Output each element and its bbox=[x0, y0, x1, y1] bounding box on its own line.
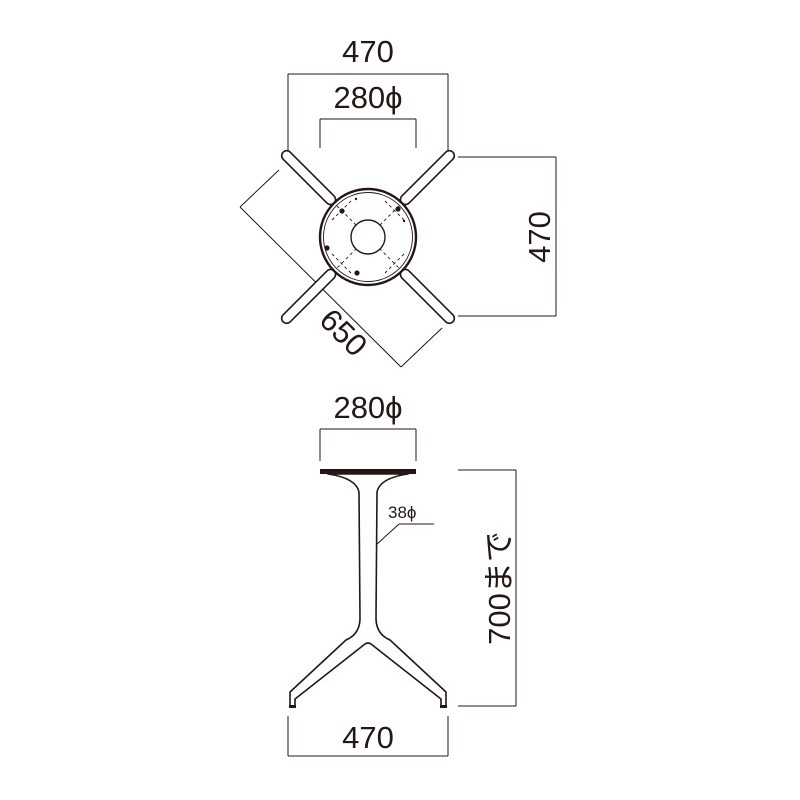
screw-hole bbox=[395, 206, 401, 212]
top-width-dimension: 470 bbox=[287, 34, 449, 152]
side-view: 280ϕ 700まで 470 38ϕ bbox=[287, 390, 517, 757]
base-legs-top bbox=[280, 149, 456, 325]
screw-hole bbox=[324, 245, 330, 251]
top-view: 470 280ϕ 470 650 bbox=[239, 34, 557, 368]
top-plate-label: 280ϕ bbox=[333, 80, 402, 115]
leg-top-left bbox=[280, 149, 337, 206]
screw-holes bbox=[324, 197, 406, 276]
side-height-label: 700まで bbox=[482, 531, 517, 645]
side-base-label: 470 bbox=[342, 720, 394, 755]
column-leader: 38ϕ bbox=[375, 503, 434, 546]
top-plate-dimension: 280ϕ bbox=[319, 80, 417, 148]
screw-hole bbox=[339, 208, 345, 214]
leg-top-right bbox=[399, 149, 456, 206]
top-depth-label: 470 bbox=[522, 211, 557, 263]
side-base-dimension: 470 bbox=[287, 716, 449, 757]
screw-hole bbox=[402, 219, 406, 223]
side-height-dimension: 700まで bbox=[458, 469, 517, 707]
center-column-circle bbox=[350, 219, 386, 255]
foot-left bbox=[289, 705, 296, 708]
side-plate-dimension: 280ϕ bbox=[319, 390, 417, 461]
side-plate bbox=[320, 469, 416, 474]
screw-hole bbox=[354, 270, 360, 276]
pedestal-body bbox=[289, 473, 447, 707]
leg-bottom-right bbox=[399, 268, 456, 325]
column-diameter-label: 38ϕ bbox=[388, 503, 416, 522]
top-depth-dimension: 470 bbox=[458, 156, 557, 317]
side-plate-label: 280ϕ bbox=[333, 390, 402, 425]
top-diagonal-label: 650 bbox=[313, 302, 374, 363]
top-width-label: 470 bbox=[342, 34, 394, 69]
foot-right bbox=[440, 705, 447, 708]
screw-hole bbox=[354, 197, 358, 201]
